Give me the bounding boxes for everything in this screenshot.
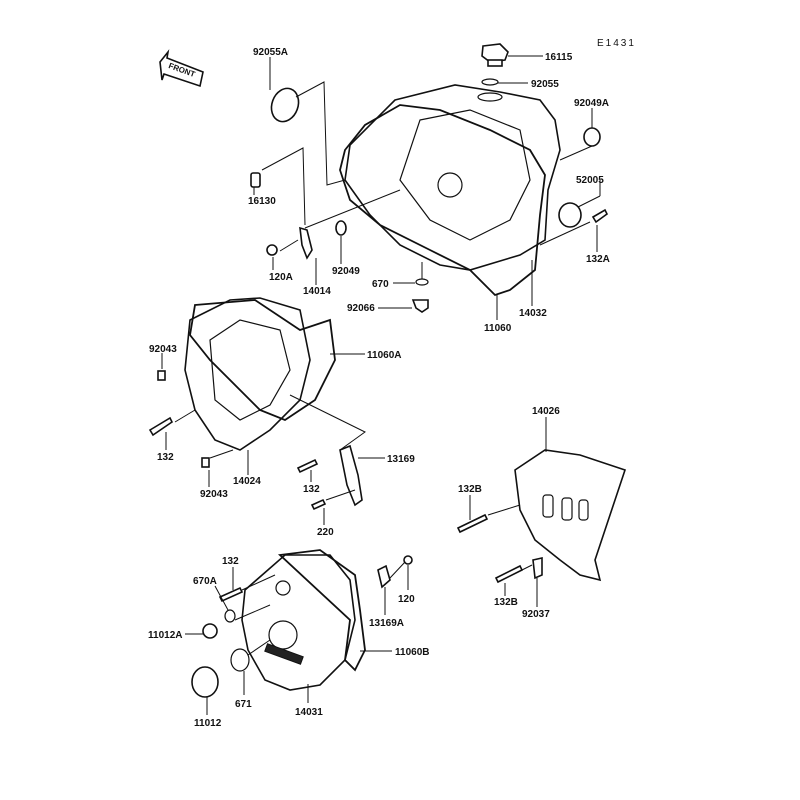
bolt-132B <box>494 564 524 584</box>
part-label: 92055 <box>531 79 559 90</box>
part-label: 132B <box>458 484 482 495</box>
o-ring-92055A <box>270 87 300 123</box>
part-label: 11060 <box>484 323 512 334</box>
washer-670 <box>415 278 429 286</box>
part-label: 92049A <box>574 98 609 109</box>
clutch-cover-14032 <box>344 84 561 271</box>
leader-lines <box>161 55 601 715</box>
part-label: 92055A <box>253 47 288 58</box>
part-label: 132B <box>494 597 518 608</box>
screw-220 <box>310 498 327 511</box>
bolt-132 <box>218 586 244 603</box>
part-label: 220 <box>317 527 334 538</box>
part-label: 14031 <box>295 707 323 718</box>
part-label: 11012 <box>194 718 222 729</box>
part-label: 120 <box>398 594 415 605</box>
bolt-132B <box>456 513 489 534</box>
part-label: 92066 <box>347 303 375 314</box>
part-label: 14032 <box>519 308 547 319</box>
bracket-14014 <box>299 226 313 260</box>
gasket-11060 <box>339 104 546 297</box>
part-label: 11060B <box>395 647 429 658</box>
sprocket-cover-14026 <box>514 449 627 582</box>
plate-92037 <box>532 557 543 580</box>
fitting-16130 <box>250 172 261 188</box>
oil-seal-52005 <box>558 202 582 228</box>
part-label: 14024 <box>233 476 261 487</box>
part-label: 132 <box>157 452 174 463</box>
bolt-120A <box>266 244 278 256</box>
part-label: 670A <box>193 576 217 587</box>
part-label: 13169A <box>369 618 404 629</box>
o-ring-92055 <box>481 78 499 86</box>
plug-92066 <box>411 299 429 313</box>
o-ring-670A <box>224 609 236 623</box>
dowel-92043 <box>201 457 210 468</box>
part-label: 132 <box>222 556 239 567</box>
part-label: 92049 <box>332 266 360 277</box>
oil-filler-cap-16115 <box>481 43 509 67</box>
diagram-code: E1431 <box>597 38 636 49</box>
o-ring-671 <box>230 648 250 672</box>
part-label: 52005 <box>576 175 604 186</box>
part-label: 92043 <box>149 344 177 355</box>
part-label: 671 <box>235 699 252 710</box>
part-label: 14014 <box>303 286 331 297</box>
cap-11012A <box>202 623 218 639</box>
part-label: 120A <box>269 272 293 283</box>
part-labels: E1431 16115 92055 92049A 92055A 16130 52… <box>148 38 636 729</box>
bolt-132A <box>591 208 609 224</box>
gasket-11060B <box>277 549 366 672</box>
cover-14024 <box>184 297 311 451</box>
part-label: 16130 <box>248 196 276 207</box>
oil-seal-92049A <box>583 127 601 147</box>
part-label: 13169 <box>387 454 415 465</box>
part-label: 670 <box>372 279 389 290</box>
guide-13169 <box>339 444 363 507</box>
part-label: 16115 <box>545 52 573 63</box>
bracket-13169A <box>377 564 391 589</box>
oil-seal-92049 <box>335 220 347 236</box>
cap-11012 <box>191 666 219 698</box>
part-label: 92037 <box>522 609 550 620</box>
dowel-92043 <box>157 370 166 381</box>
gasket-11060A <box>189 299 336 422</box>
bolt-132 <box>296 458 319 474</box>
part-label: 132A <box>586 254 610 265</box>
part-label: 11060A <box>367 350 401 361</box>
front-arrow-icon: FRONT <box>159 49 204 88</box>
alternator-cover-14031 <box>241 554 356 691</box>
part-label: 132 <box>303 484 320 495</box>
part-label: 92043 <box>200 489 228 500</box>
part-label: 11012A <box>148 630 182 641</box>
part-label: 14026 <box>532 406 560 417</box>
bolt-120 <box>403 555 413 565</box>
bolt-132 <box>148 416 174 437</box>
